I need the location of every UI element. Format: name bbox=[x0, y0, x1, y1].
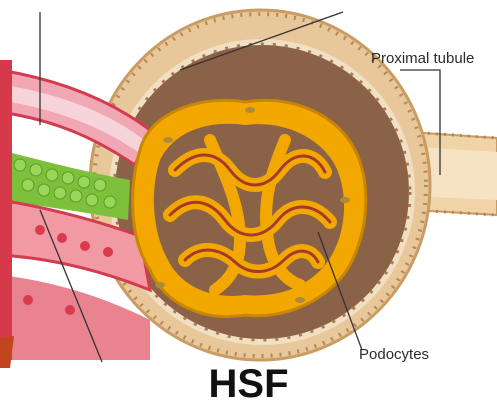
label-podocytes: Podocytes bbox=[359, 346, 429, 363]
glomerulus bbox=[133, 100, 366, 316]
label-proximal-tubule: Proximal tubule bbox=[371, 50, 474, 67]
caption-text: HSF bbox=[0, 362, 497, 407]
